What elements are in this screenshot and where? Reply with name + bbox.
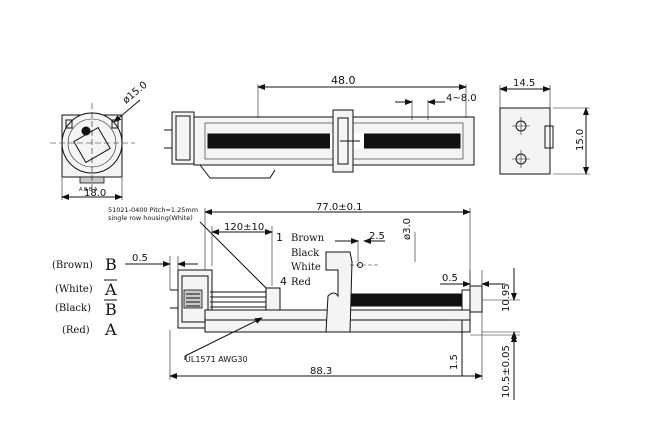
base-thickness-dimension: 1.5	[449, 354, 460, 370]
wire-index-4: 4	[280, 275, 287, 288]
stroke-dimension: 48.0	[331, 74, 356, 87]
right-gap-dimension: 0.5	[442, 273, 458, 284]
connector-note-line1: 51021-0400 Pitch=1.25mm	[108, 206, 198, 214]
lead-length-dimension: 120±10	[224, 222, 264, 233]
actuator-end-view: 14.5 15.0	[499, 78, 590, 175]
wire-connector	[265, 287, 281, 311]
connector-note-line2: single row housing(White)	[108, 214, 193, 222]
front-slider	[325, 251, 353, 333]
end-width-dimension: 14.5	[513, 78, 535, 89]
total-length-dimension: 77.0±0.1	[316, 202, 363, 213]
legend-color-black: (Black)	[55, 303, 91, 314]
wire-color-brown: Brown	[291, 233, 325, 244]
wire-color-red: Red	[291, 277, 311, 288]
base-height-dimension: 10.5±0.05	[501, 345, 512, 398]
motor-end-view: ø15.0 A B B A 18.0	[50, 80, 150, 200]
overall-length-dimension: 88.3	[310, 366, 332, 377]
legend-phase-a: A	[104, 320, 117, 339]
wire-color-black: Black	[291, 248, 320, 259]
legend-color-red: (Red)	[62, 325, 90, 336]
left-gap-dimension: 0.5	[132, 253, 148, 264]
hole-offset-dimension: 2.5	[369, 231, 385, 242]
legend-phase-a-bar: A	[104, 280, 117, 299]
legend-phase-b: B	[105, 255, 117, 274]
actuator-side-view: 48.0 4~8.0	[164, 74, 477, 179]
terminal-labels: A B B A	[79, 187, 98, 193]
actuator-front-view: 51021-0400 Pitch=1.25mm single row housi…	[108, 202, 520, 400]
slider-dimension: 4~8.0	[446, 93, 477, 104]
pin-legend: (Brown) B (White) A (Black) B (Red) A	[52, 255, 117, 339]
hole-diameter-dimension: ø3.0	[402, 218, 413, 240]
legend-color-brown: (Brown)	[52, 260, 93, 271]
front-lead-screw	[349, 293, 463, 307]
wire-color-white: White	[291, 262, 321, 273]
wire-index-1: 1	[276, 231, 283, 244]
legend-phase-b-bar: B	[105, 300, 117, 319]
diameter-dimension: ø15.0	[121, 80, 150, 107]
legend-color-white: (White)	[55, 284, 93, 295]
shaft-height-dimension: 10.95	[501, 283, 512, 312]
end-height-dimension: 15.0	[575, 129, 586, 151]
wire-spec-label: UL1571 AWG30	[185, 355, 248, 364]
width-dimension: 18.0	[84, 188, 106, 199]
